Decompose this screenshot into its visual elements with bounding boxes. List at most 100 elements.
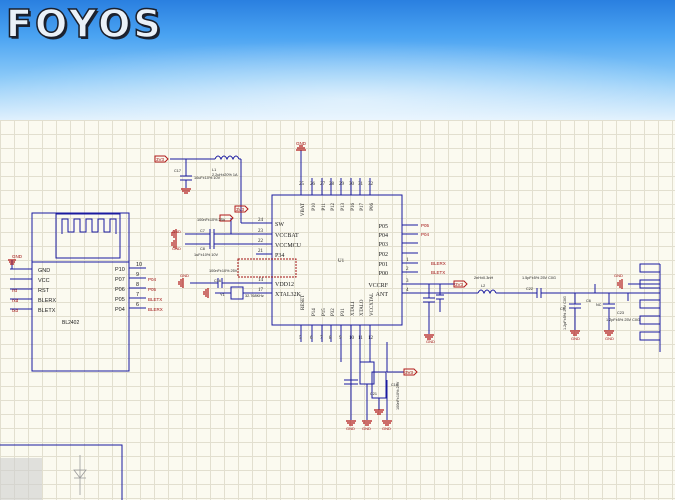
ic-pin-p02: P02	[379, 252, 388, 258]
ic-pin-p17: P17	[360, 203, 365, 211]
net-p04-module: P04	[148, 277, 157, 282]
c7-name: C7	[200, 229, 205, 233]
ic-pin-p01: P01	[379, 262, 388, 268]
ic-num-17: 17	[258, 288, 264, 293]
ic-num-11: 11	[358, 336, 363, 341]
net-blerx-module: BLERX	[148, 307, 163, 312]
gnd-symbols	[8, 145, 623, 426]
power-3v3-c: 3V3	[455, 282, 464, 287]
c21-name: C21	[370, 392, 377, 396]
inductor-l2[interactable]	[477, 289, 497, 295]
ic-num-25: 25	[299, 182, 305, 187]
ic-pin-p10: P10	[312, 203, 317, 211]
bl2402-module[interactable]	[10, 212, 146, 372]
pcb-antenna-trace	[61, 218, 117, 234]
module-pin-p05: P05	[115, 297, 125, 303]
ic-num-28: 28	[329, 182, 335, 187]
ic-pin-p03: P03	[379, 242, 388, 248]
module-num-8: 8	[136, 282, 139, 288]
module-pin-p07: P07	[115, 277, 125, 283]
ic-pin-xtal32k: XTAL32K	[275, 292, 302, 298]
l1-value: 2.2uH±20% 1A	[212, 173, 238, 177]
module-pin-gnd: GND	[38, 268, 50, 274]
ic-num-12: 12	[368, 336, 374, 341]
c19-name: C19	[391, 383, 398, 387]
ic-num-26: 26	[310, 182, 316, 187]
net-blerx-ic: BLERX	[431, 261, 446, 266]
c16-value: 100nF±10% 25V	[209, 269, 238, 273]
ic-pin-p05: P05	[379, 224, 388, 230]
module-pin-rst: RST	[38, 288, 50, 294]
inductor-l1[interactable]	[214, 155, 240, 161]
module-pin-blerx: BLERX	[38, 298, 56, 304]
ic-pin-p13: P13	[341, 203, 346, 211]
c8-value: 1uF±10% 10V	[194, 253, 219, 257]
crystal-y1[interactable]	[230, 286, 244, 300]
gnd-label-x1: GND	[346, 426, 355, 431]
c7-value: 100nF±10% 25V	[197, 218, 226, 222]
ic-num-1: 1	[406, 258, 409, 263]
schematic-sheet[interactable]	[0, 120, 675, 500]
c22-name: C22	[526, 287, 533, 291]
c21-value: 1.2pF±5% 25V C0G	[606, 318, 640, 322]
ic-pin-sw: SW	[275, 222, 284, 228]
module-gnd-label: GND	[12, 254, 23, 259]
ic-num-27: 27	[320, 182, 326, 187]
module-pin-bletx: BLETX	[38, 308, 56, 314]
ic-num-29: 29	[339, 182, 345, 187]
brand-logo: FOYOS	[5, 1, 164, 47]
module-num-9: 9	[136, 272, 139, 278]
ic-num-22: 22	[258, 239, 264, 244]
layout-note-box	[237, 258, 297, 278]
net-rst: rst	[12, 288, 18, 293]
ic-num-8: 8	[329, 336, 332, 341]
ic-pin-p00: P00	[379, 271, 388, 277]
gnd-label-ant: GND	[614, 273, 623, 278]
gnd-label-x2: GND	[362, 426, 371, 431]
meander-antenna[interactable]	[639, 263, 661, 352]
gnd-label-c9: GND	[571, 336, 580, 341]
c22-value: 1.5pF±5% 25V C0G	[522, 276, 556, 280]
c8-name: C8	[200, 247, 205, 251]
gnd-label-c23: GND	[605, 336, 614, 341]
c16-name: C16	[214, 279, 221, 283]
power-3v3-b: 3V3	[236, 207, 245, 212]
ic-num-5: 5	[299, 336, 302, 341]
net-p05-module: P05	[148, 287, 157, 292]
gnd-label-c8: GND	[172, 246, 181, 251]
l1-name: L1	[212, 168, 216, 172]
ic-u1-body[interactable]	[271, 194, 403, 326]
ic-pin-ant: ANT	[376, 292, 389, 298]
module-num-10: 10	[136, 262, 142, 268]
ic-num-21: 21	[258, 249, 264, 254]
c19-value: 100nF±10% 25V	[396, 381, 400, 410]
ic-pin-p31: P31	[341, 308, 346, 316]
power-3v3-a: 3V3	[156, 157, 165, 162]
ic-num-30: 30	[349, 182, 355, 187]
c17-name: C17	[174, 169, 181, 173]
sheet-frame	[0, 444, 123, 500]
y1-name: Y1	[220, 293, 225, 297]
ic-num-32: 32	[368, 182, 374, 187]
net-txd: txd	[12, 308, 19, 313]
net-label-flags	[154, 155, 468, 376]
ic-num-3: 3	[406, 279, 409, 284]
l2-value: 2nH±0.3nH	[474, 276, 493, 280]
power-3v3-d: 3V3	[405, 370, 414, 375]
ic-num-31: 31	[358, 182, 364, 187]
module-pin-p04: P04	[115, 307, 125, 313]
net-p04-ic: P04	[421, 232, 430, 237]
ic-pin-p32: P32	[331, 308, 336, 316]
c17-value: 10uF±10% 10V	[194, 176, 221, 180]
c6-value: NC	[596, 303, 602, 307]
gnd-label-rf: GND	[426, 339, 435, 344]
ic-designator: U1	[338, 259, 345, 264]
ic-pin-p12: P12	[331, 203, 336, 211]
ic-pin-vccrf: VCCRF	[368, 283, 388, 289]
ic-pin-p16: P16	[351, 203, 356, 211]
gnd-label-top: GND	[296, 141, 307, 146]
gnd-label-c7: GND	[172, 229, 181, 234]
gnd-label-c16: GND	[180, 273, 189, 278]
ic-num-14: 14	[258, 278, 264, 283]
ic-num-7: 7	[320, 336, 323, 341]
